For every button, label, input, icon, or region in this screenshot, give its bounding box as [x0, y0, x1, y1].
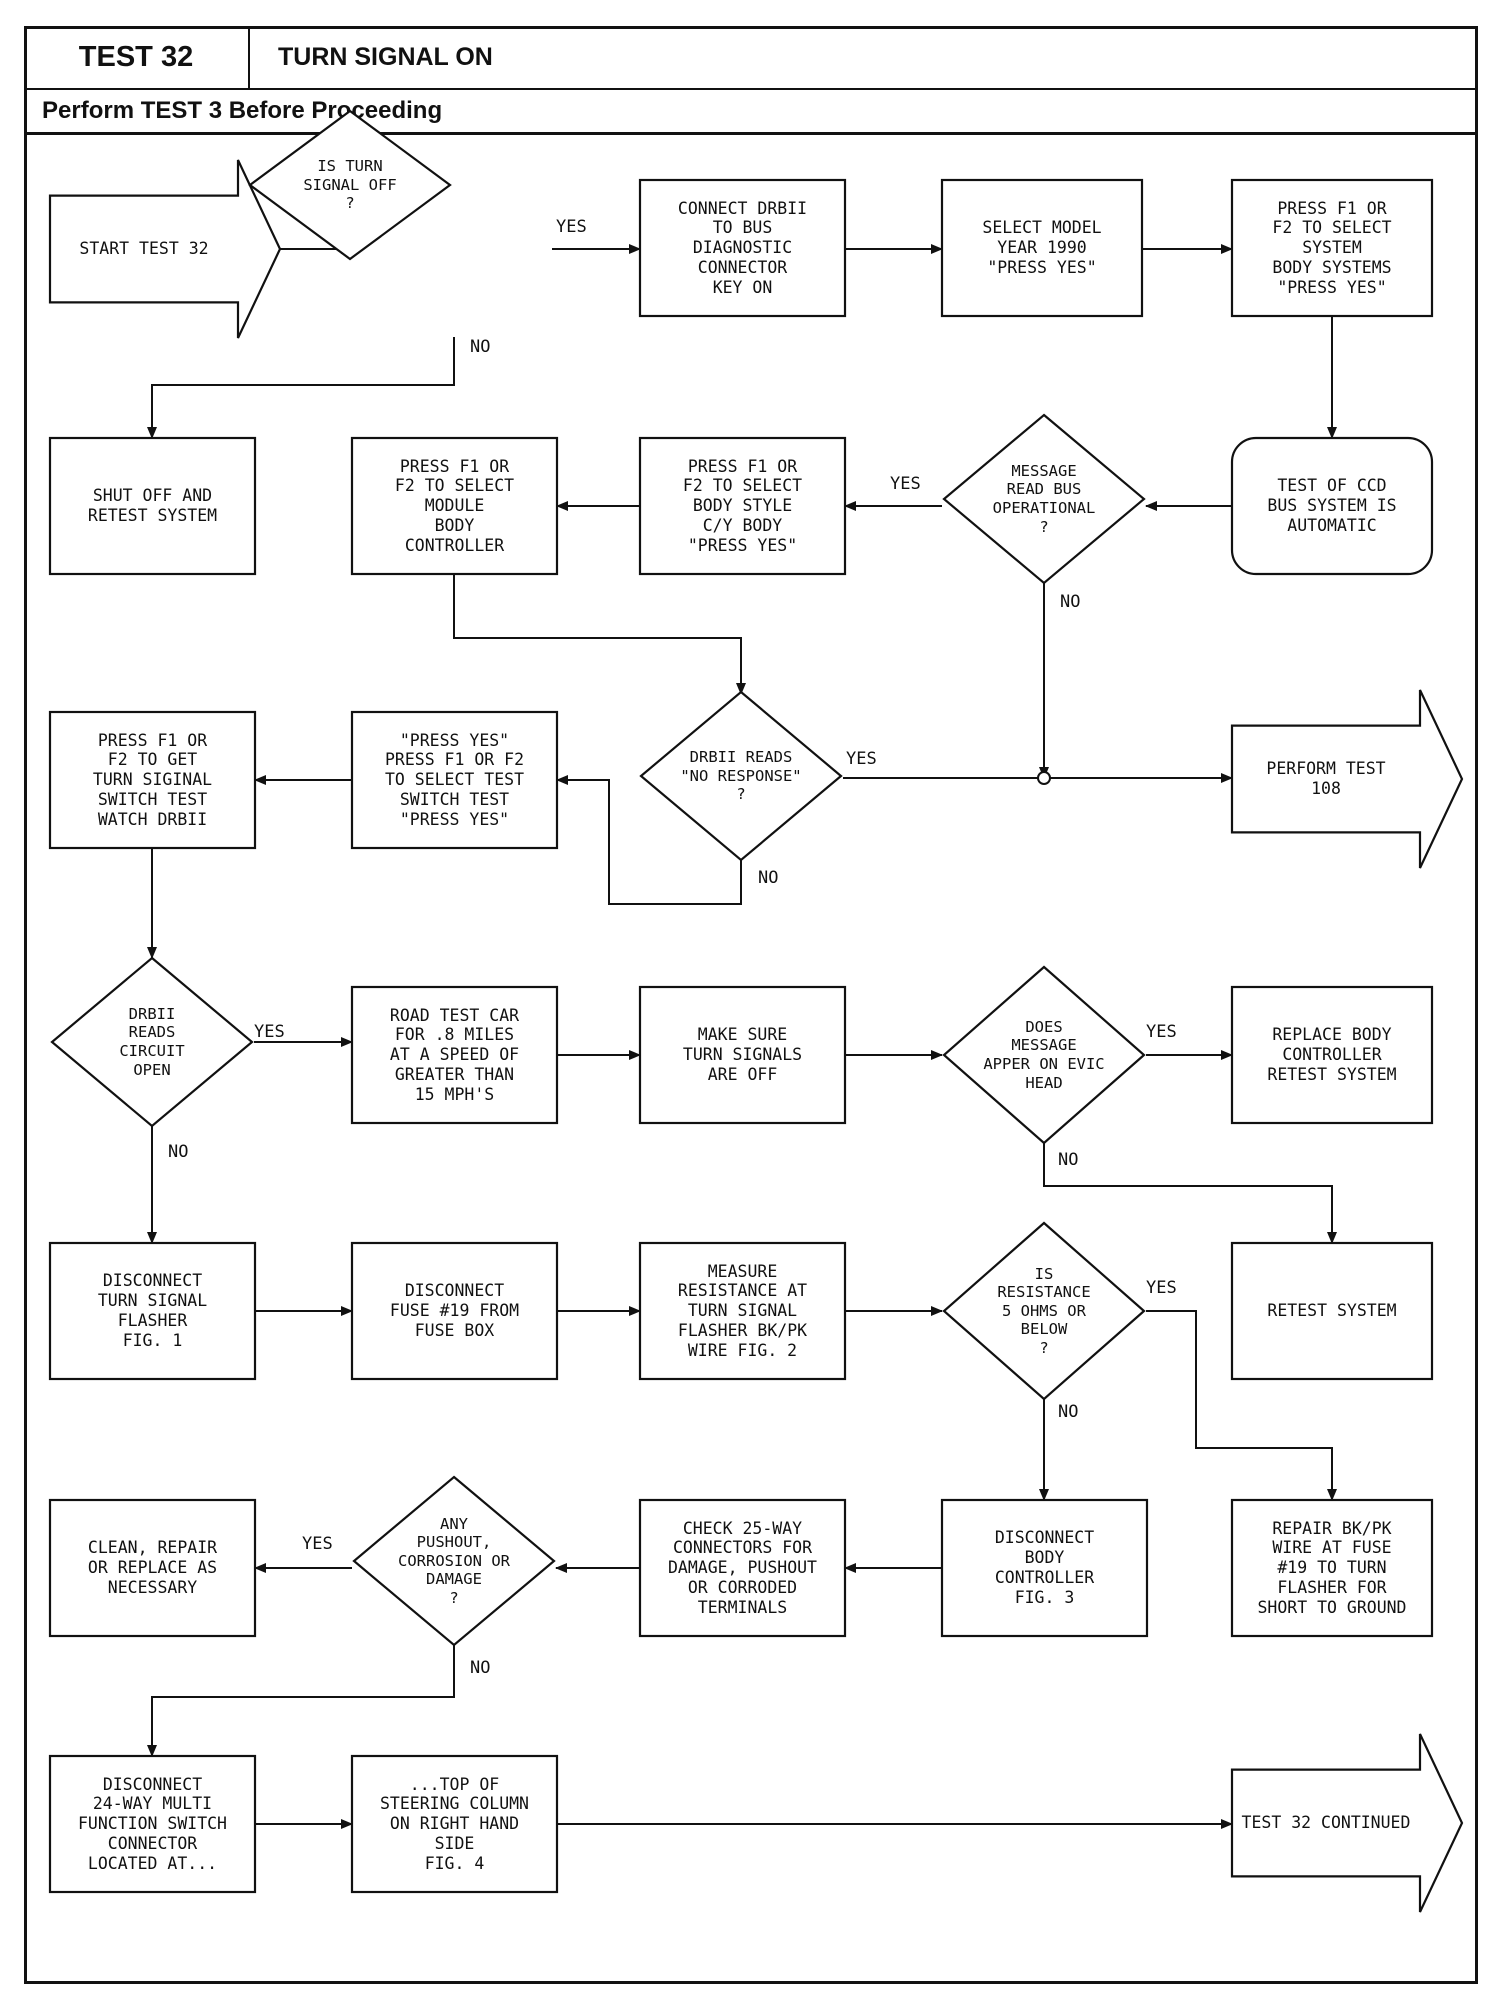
header-divider-bottom [24, 132, 1478, 135]
page-subtitle: Perform TEST 3 Before Proceeding [42, 97, 443, 124]
flow-node-d-resistance [942, 1221, 1146, 1401]
connector-arrow [1043, 1143, 1337, 1244]
flow-node-road-test [350, 985, 559, 1125]
flow-node-disc-flasher [48, 1241, 257, 1381]
flow-node-press-body-sys [1230, 178, 1434, 318]
connector-arrow [147, 337, 455, 439]
connector-arrow [453, 574, 746, 695]
no-label: NO [470, 337, 491, 357]
no-label: NO [758, 868, 779, 888]
flow-node-top-steering [350, 1754, 559, 1894]
flow-node-test-ccd [1230, 436, 1434, 576]
flow-node-select-model [940, 178, 1144, 318]
yes-label: YES [302, 1534, 333, 1554]
flow-node-perform-108 [1230, 689, 1464, 869]
no-label: NO [1058, 1402, 1079, 1422]
no-label: NO [168, 1142, 189, 1162]
no-label: NO [1060, 592, 1081, 612]
flow-node-press-yes-select [350, 710, 559, 850]
flow-node-replace-body [1230, 985, 1434, 1125]
flow-node-d-pushout [352, 1475, 556, 1647]
flow-node-d-circuit-open [50, 956, 254, 1128]
flow-node-d-msg-bus [942, 413, 1146, 585]
flow-node-clean-repair [48, 1498, 257, 1638]
junction-node [1037, 771, 1051, 785]
flow-node-connect-drb [638, 178, 847, 318]
flow-node-measure [638, 1241, 847, 1381]
flow-node-disc-fuse [350, 1241, 559, 1381]
flow-node-start [48, 159, 282, 339]
yes-label: YES [556, 217, 587, 237]
yes-label: YES [1146, 1022, 1177, 1042]
flow-node-repair-bkpk [1230, 1498, 1434, 1638]
flow-node-check-25way [638, 1498, 847, 1638]
flow-node-test32-cont [1230, 1733, 1464, 1913]
flow-node-disc-24way [48, 1754, 257, 1894]
page-title: TURN SIGNAL ON [278, 42, 493, 71]
yes-label: YES [846, 749, 877, 769]
flow-node-retest [1230, 1241, 1434, 1381]
flow-node-disc-body [940, 1498, 1149, 1638]
flow-node-shut-off [48, 436, 257, 576]
yes-label: YES [1146, 1278, 1177, 1298]
connector-arrow [556, 775, 742, 905]
flow-node-d-turn-off [248, 109, 452, 261]
yes-label: YES [890, 474, 921, 494]
connector-arrow [147, 1645, 455, 1757]
no-label: NO [470, 1658, 491, 1678]
yes-label: YES [254, 1022, 285, 1042]
connector-arrow [1146, 1310, 1337, 1501]
no-label: NO [1058, 1150, 1079, 1170]
header-divider [24, 88, 1478, 90]
test-number: TEST 32 [24, 26, 250, 88]
flow-node-d-message-evic [942, 965, 1146, 1145]
flow-node-d-no-response [639, 690, 843, 862]
flow-node-press-get-turn [48, 710, 257, 850]
flow-node-press-module [350, 436, 559, 576]
flow-node-make-sure [638, 985, 847, 1125]
flow-node-press-body-style [638, 436, 847, 576]
